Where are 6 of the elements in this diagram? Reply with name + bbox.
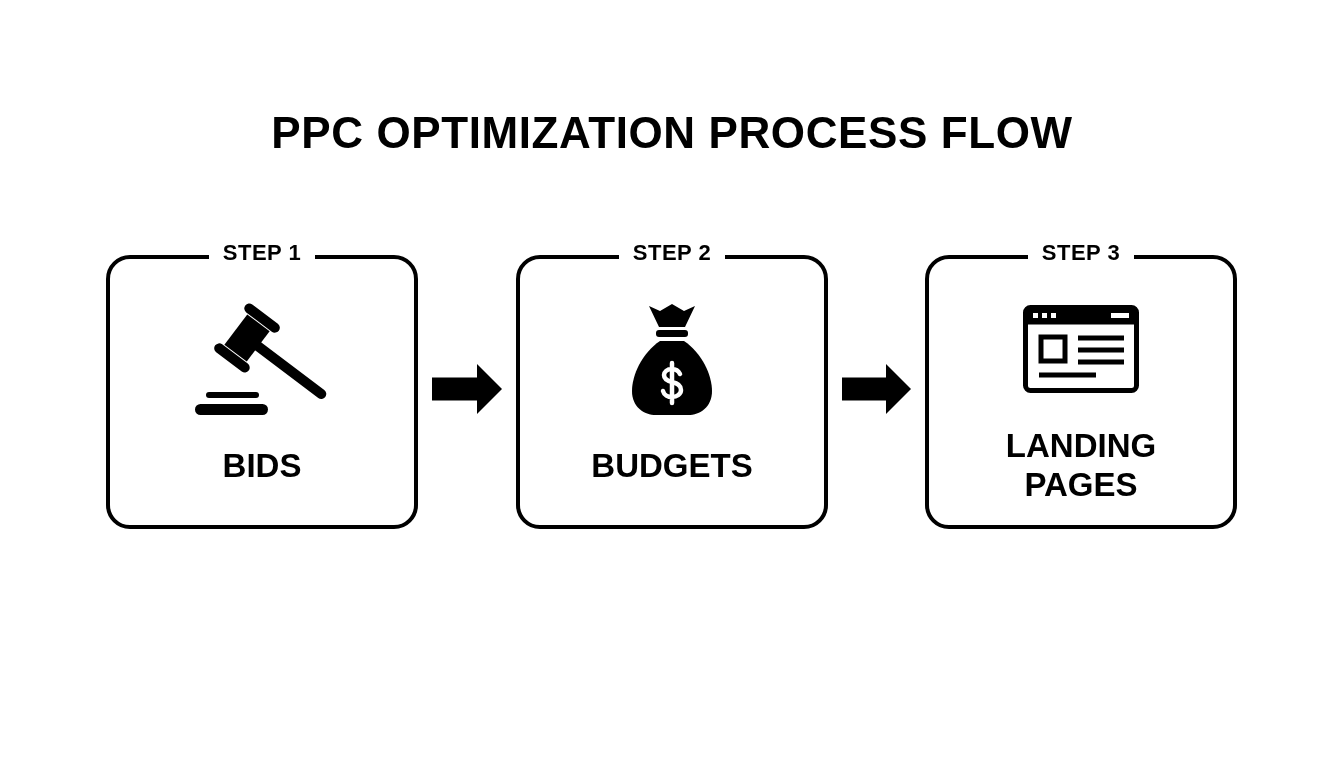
step-title: BIDS [221, 445, 303, 485]
step-title: LANDING PAGES [1004, 426, 1158, 504]
arrow [842, 364, 911, 414]
step-title: BUDGETS [590, 445, 754, 485]
diagram-title: PPC OPTIMIZATION PROCESS FLOW [271, 107, 1073, 159]
arrow [432, 364, 502, 414]
